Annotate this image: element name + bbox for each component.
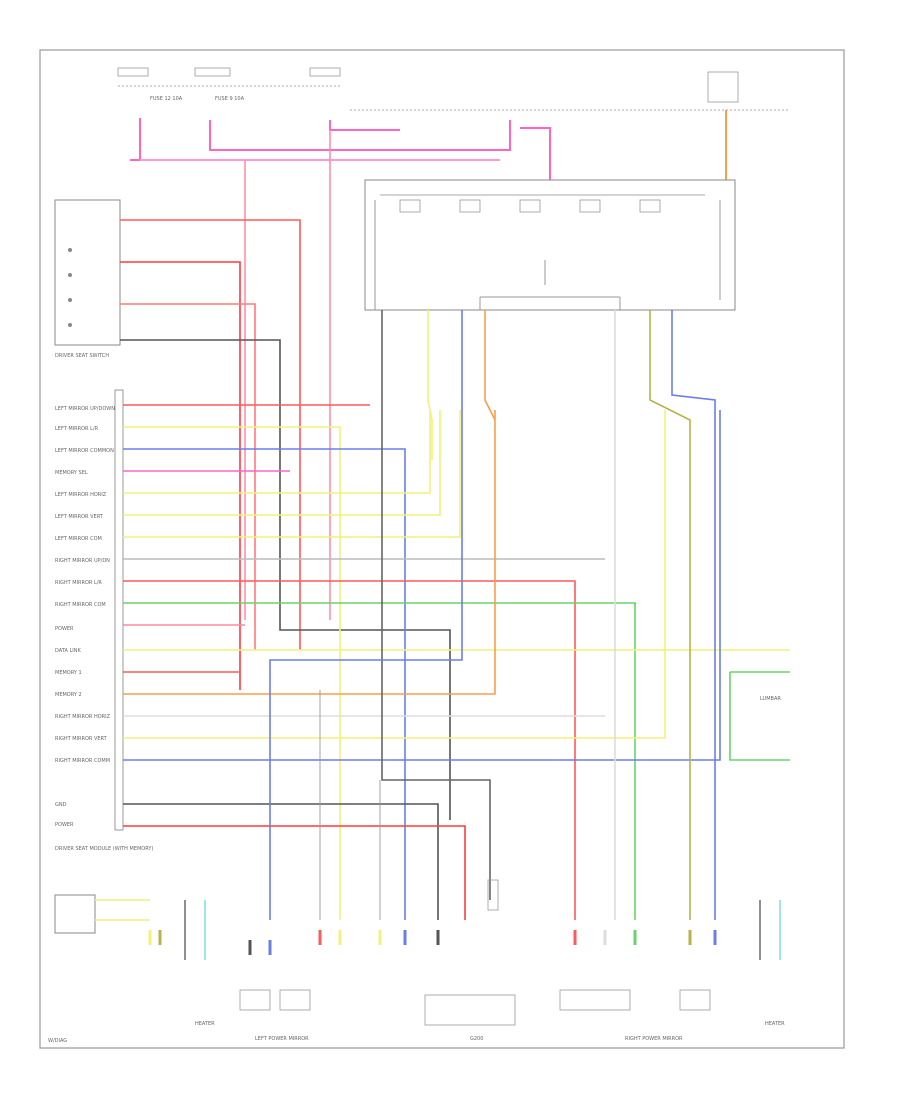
pin-label: MEMORY 1 xyxy=(55,670,82,676)
lumbar-wires: LUMBAR xyxy=(634,603,790,761)
right-mirror-label: RIGHT POWER MIRROR xyxy=(625,1036,683,1042)
pin-label: RIGHT MIRROR HORIZ xyxy=(55,714,111,720)
pin-label: LEFT MIRROR COMMON xyxy=(55,448,114,454)
pin-label: POWER xyxy=(55,822,74,828)
pin-label: RIGHT MIRROR VERT xyxy=(55,736,108,742)
lumbar-label: LUMBAR xyxy=(760,696,781,702)
top-fuse-area: FUSE 12 10A FUSE 9 10A xyxy=(117,67,790,111)
pin-label: MEMORY 2 xyxy=(55,692,82,698)
pin-label: LEFT MIRROR COM xyxy=(55,536,102,542)
seat-switch-box: DRIVER SEAT SWITCH xyxy=(54,199,121,359)
fuse-left-label: FUSE 12 10A xyxy=(150,96,183,102)
center-lines xyxy=(319,690,381,920)
corner-ref: W/DIAG xyxy=(48,1038,67,1044)
pin-label: MEMORY SEL xyxy=(55,470,88,476)
module-label: DRIVER SEAT MODULE (WITH MEMORY) xyxy=(55,846,153,852)
pin-label: POWER xyxy=(55,626,74,632)
pin-label: GND xyxy=(55,802,67,808)
pin-label: RIGHT MIRROR UP/DN xyxy=(55,558,110,564)
pin-label: LEFT MIRROR L/R xyxy=(55,426,99,432)
heater-right-label: HEATER xyxy=(765,1021,785,1027)
diagram-frame xyxy=(39,49,845,1049)
module-pin-labels: LEFT MIRROR UP/DOWN LEFT MIRROR L/R LEFT… xyxy=(55,406,115,828)
ground-label: G200 xyxy=(470,1036,483,1042)
left-mirror-label: LEFT POWER MIRROR xyxy=(255,1036,309,1042)
module-box: DRIVER SEAT MODULE (WITH MEMORY) xyxy=(55,389,153,852)
bottom-connectors: HEATER LEFT POWER MIRROR G200 RIGHT POWE… xyxy=(54,879,785,1042)
fuse-right-label: FUSE 9 10A xyxy=(215,96,245,102)
module-wires xyxy=(123,404,790,920)
seat-switch-label: DRIVER SEAT SWITCH xyxy=(55,353,109,359)
pin-label: RIGHT MIRROR L/R xyxy=(55,580,102,586)
heater-left-label: HEATER xyxy=(195,1021,215,1027)
mirror-switch-runs xyxy=(269,310,716,920)
pin-label: LEFT MIRROR UP/DOWN xyxy=(55,406,115,412)
pin-label: LEFT MIRROR VERT xyxy=(55,514,104,520)
terminal-marks xyxy=(148,930,717,955)
pin-label: LEFT MIRROR HORIZ xyxy=(55,492,107,498)
pink-power-bus xyxy=(130,118,551,620)
pin-label: RIGHT MIRROR COMM xyxy=(55,758,110,764)
pin-label: DATA LINK xyxy=(55,648,81,654)
mirror-switch-box xyxy=(364,179,736,311)
pin-label: RIGHT MIRROR COM xyxy=(55,602,106,608)
